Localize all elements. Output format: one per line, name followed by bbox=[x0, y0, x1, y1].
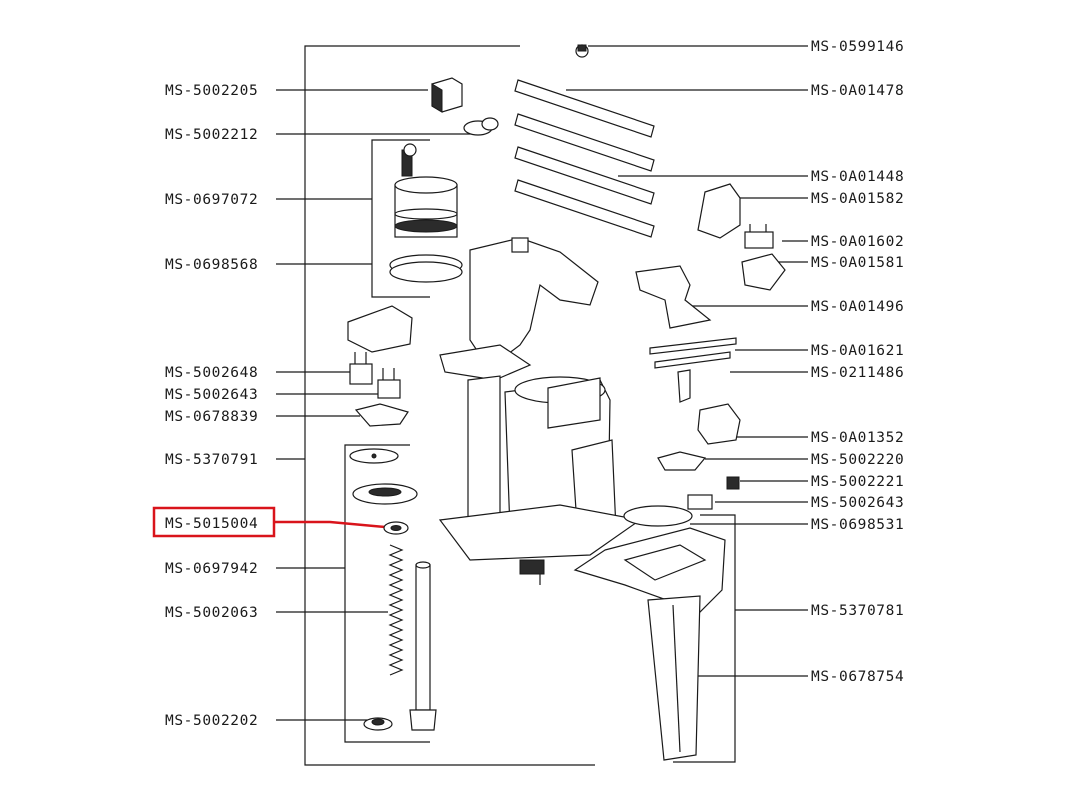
label-ms-0211486: MS-0211486 bbox=[811, 365, 904, 381]
part-disc-top bbox=[349, 448, 399, 464]
labels-left: MS-5002205 MS-5002212 MS-0697072 MS-0698… bbox=[165, 83, 258, 729]
label-ms-0a01448: MS-0A01448 bbox=[811, 169, 904, 185]
label-ms-5002212: MS-5002212 bbox=[165, 127, 258, 143]
label-ms-0a01478: MS-0A01478 bbox=[811, 83, 904, 99]
label-ms-0599146: MS-0599146 bbox=[811, 39, 904, 55]
label-ms-0a01602: MS-0A01602 bbox=[811, 234, 904, 250]
label-ms-0698568: MS-0698568 bbox=[165, 257, 258, 273]
label-ms-5015004: MS-5015004 bbox=[165, 516, 258, 532]
label-ms-5370781: MS-5370781 bbox=[811, 603, 904, 619]
part-rod bbox=[409, 561, 437, 731]
part-main-housing bbox=[438, 237, 642, 585]
highlight-ms-5015004 bbox=[152, 506, 386, 538]
label-ms-0678754: MS-0678754 bbox=[811, 669, 904, 685]
part-clip-5002220 bbox=[657, 451, 707, 471]
label-ms-0697072: MS-0697072 bbox=[165, 192, 258, 208]
part-switch-0a01352 bbox=[697, 403, 741, 445]
part-heater-cylinder bbox=[394, 143, 458, 238]
frame-brackets bbox=[304, 45, 736, 766]
part-tubes bbox=[514, 79, 655, 238]
part-left-bracket bbox=[347, 305, 413, 353]
part-connector-5002212 bbox=[463, 117, 499, 136]
label-ms-5002220: MS-5002220 bbox=[811, 452, 904, 468]
part-screw-top bbox=[575, 44, 589, 58]
label-ms-0a01621: MS-0A01621 bbox=[811, 343, 904, 359]
part-seal-5015004 bbox=[383, 521, 409, 535]
label-ms-5002221: MS-5002221 bbox=[811, 474, 904, 490]
label-ms-0a01352: MS-0A01352 bbox=[811, 430, 904, 446]
part-block-5002205 bbox=[431, 77, 463, 113]
part-lever-0a01496 bbox=[635, 265, 712, 329]
part-cap-5002202 bbox=[363, 717, 393, 731]
part-plug-5002643-right bbox=[687, 494, 713, 510]
label-ms-0a01496: MS-0A01496 bbox=[811, 299, 904, 315]
label-ms-0a01581: MS-0A01581 bbox=[811, 255, 904, 271]
part-bracket-0a01581 bbox=[741, 253, 786, 291]
label-ms-5370791: MS-5370791 bbox=[165, 452, 258, 468]
leader-lines bbox=[276, 45, 808, 721]
label-ms-5002643-left: MS-5002643 bbox=[165, 387, 258, 403]
part-disc-middle bbox=[352, 483, 418, 505]
label-ms-5002063: MS-5002063 bbox=[165, 605, 258, 621]
label-ms-5002202: MS-5002202 bbox=[165, 713, 258, 729]
label-ms-0698531: MS-0698531 bbox=[811, 517, 904, 533]
labels-right: MS-0599146 MS-0A01478 MS-0A01448 MS-0A01… bbox=[811, 39, 904, 685]
part-switch-0a01602 bbox=[744, 224, 774, 249]
label-ms-5002205: MS-5002205 bbox=[165, 83, 258, 99]
part-plugs-5002648 bbox=[349, 352, 401, 399]
part-clip-0678839 bbox=[354, 403, 409, 427]
label-ms-0697942: MS-0697942 bbox=[165, 561, 258, 577]
label-ms-5002648: MS-5002648 bbox=[165, 365, 258, 381]
part-spring-5002221 bbox=[726, 476, 740, 490]
part-spout-0678754 bbox=[647, 595, 701, 761]
part-rings-0698568 bbox=[389, 254, 463, 283]
part-block-0a01582 bbox=[697, 183, 741, 239]
part-drip-tray-5370781 bbox=[573, 527, 726, 613]
label-ms-5002643-right: MS-5002643 bbox=[811, 495, 904, 511]
part-ring-0698531 bbox=[623, 505, 693, 527]
label-ms-0678839: MS-0678839 bbox=[165, 409, 258, 425]
part-pins-0a01621 bbox=[649, 337, 737, 403]
part-spring-5002063 bbox=[388, 544, 404, 676]
label-ms-0a01582: MS-0A01582 bbox=[811, 191, 904, 207]
